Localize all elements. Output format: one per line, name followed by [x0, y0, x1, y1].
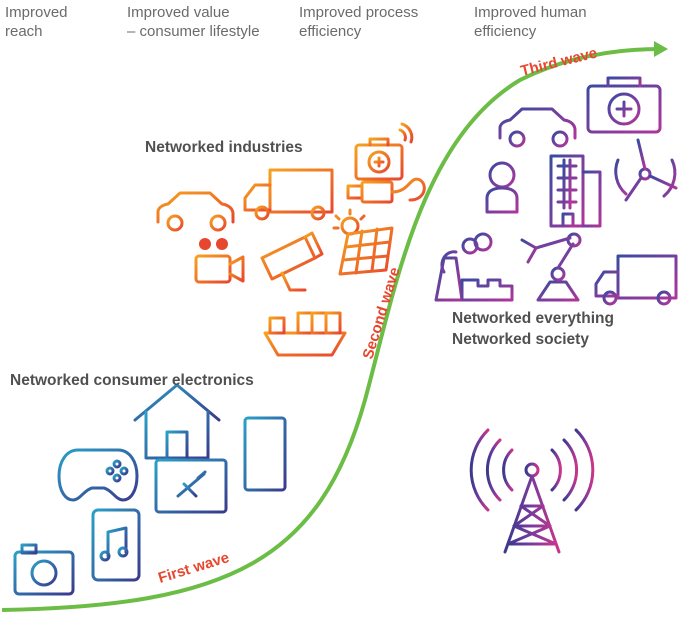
wave-label-first: First wave [156, 549, 231, 587]
everything-building-icon [549, 154, 602, 228]
monitor-icon [154, 458, 228, 529]
industry-cctv-icon [260, 231, 324, 300]
everything-factory-icon [428, 232, 520, 302]
wave-label-second: Second wave [360, 265, 404, 361]
wave-curve [1, 47, 661, 612]
everything-first-aid-icon [586, 76, 662, 134]
header-improved-human: Improved human efficiency [474, 4, 587, 40]
everything-truck-icon [594, 254, 678, 306]
header-improved-process: Improved process efficiency [299, 4, 419, 40]
wave-label-third: Third wave [519, 44, 599, 79]
everything-robot-arm-icon [520, 232, 582, 302]
category-networked-society: Networked society [452, 331, 589, 348]
curve-arrowhead [654, 41, 668, 57]
phone-music-icon [91, 508, 141, 582]
everything-wind-turbine-icon [614, 138, 678, 202]
header-improved-reach: Improved reach [5, 4, 68, 40]
gamepad-icon [57, 448, 139, 502]
industry-solar-panel-icon [332, 208, 394, 282]
house-icon [133, 383, 221, 460]
industry-cargo-ship-icon [263, 311, 347, 357]
industry-first-aid-icon [354, 122, 414, 181]
industry-usb-plug-icon [346, 177, 426, 204]
category-networked-industries: Networked industries [145, 139, 303, 156]
radio-tower-icon [469, 428, 595, 554]
header-improved-value: Improved value – consumer lifestyle [127, 4, 260, 40]
fridge-icon [243, 416, 287, 492]
everything-car-icon [498, 107, 577, 148]
category-networked-consumer-electronics: Networked consumer electronics [10, 372, 254, 389]
camera-icon [13, 543, 75, 596]
industry-car-icon [156, 191, 235, 232]
everything-person-icon [485, 161, 519, 214]
category-networked-everything: Networked everything [452, 310, 614, 327]
industry-webcam-icon [194, 238, 245, 284]
industry-truck-icon [243, 168, 334, 221]
